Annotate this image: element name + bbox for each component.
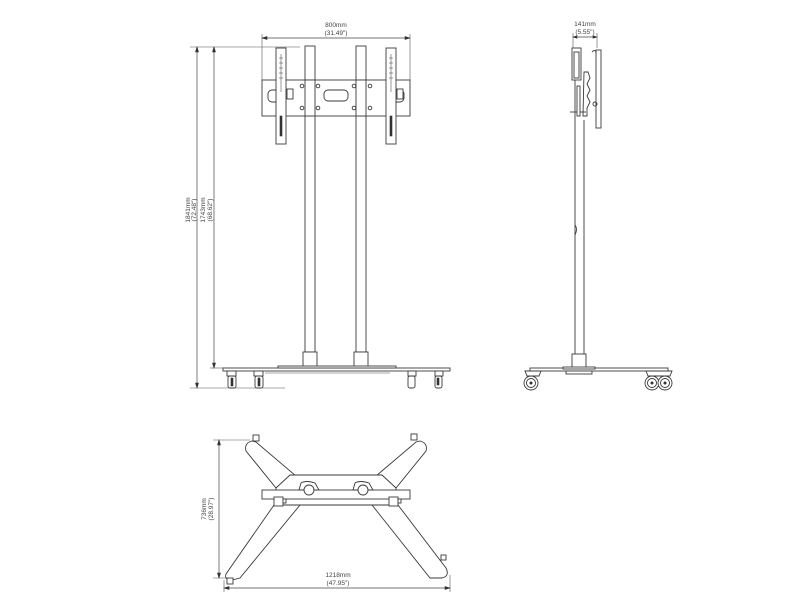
front-width-dimension: 800mm (31.49")	[260, 22, 412, 80]
base-top-view: 736mm (28.97") 1218mm (47.95")	[201, 433, 452, 592]
base-crossbar	[261, 481, 411, 507]
front-vesa-arms	[275, 47, 404, 145]
front-height-dimensions: 1841mm (72.48") 1743mm (68.62")	[185, 45, 300, 390]
front-poles	[302, 45, 369, 369]
base-width-mm: 1218mm	[325, 572, 350, 579]
front-width-inch: (31.49")	[325, 30, 348, 37]
pole-height-inch: (68.62")	[207, 199, 214, 222]
side-depth-dimension: 141mm (5.55")	[571, 21, 599, 48]
base-depth-dimension: 736mm (28.97")	[201, 438, 250, 580]
total-height-inch: (72.48")	[191, 199, 198, 222]
total-height-mm: 1841mm	[185, 197, 192, 222]
side-depth-inch: (5.55")	[575, 29, 594, 36]
base-leg-casters	[226, 433, 447, 585]
side-bracket	[570, 49, 602, 129]
side-casters	[523, 370, 673, 391]
base-width-inch: (47.95")	[327, 580, 350, 587]
front-base	[222, 365, 451, 374]
base-depth-inch: (28.97")	[208, 498, 215, 521]
side-depth-mm: 141mm	[574, 21, 596, 28]
side-base	[529, 353, 669, 375]
base-width-dimension: 1218mm (47.95")	[222, 572, 452, 592]
base-depth-mm: 736mm	[201, 498, 208, 520]
base-legs	[225, 440, 448, 581]
pole-height-mm: 1743mm	[200, 197, 207, 222]
front-width-mm: 800mm	[325, 22, 347, 29]
side-view: 141mm (5.55")	[523, 21, 673, 391]
side-upright	[571, 47, 585, 354]
front-view: 800mm (31.49") 1841mm (72.48") 1743mm	[185, 22, 451, 390]
front-mounting-plate	[261, 79, 411, 117]
front-casters	[226, 370, 444, 389]
